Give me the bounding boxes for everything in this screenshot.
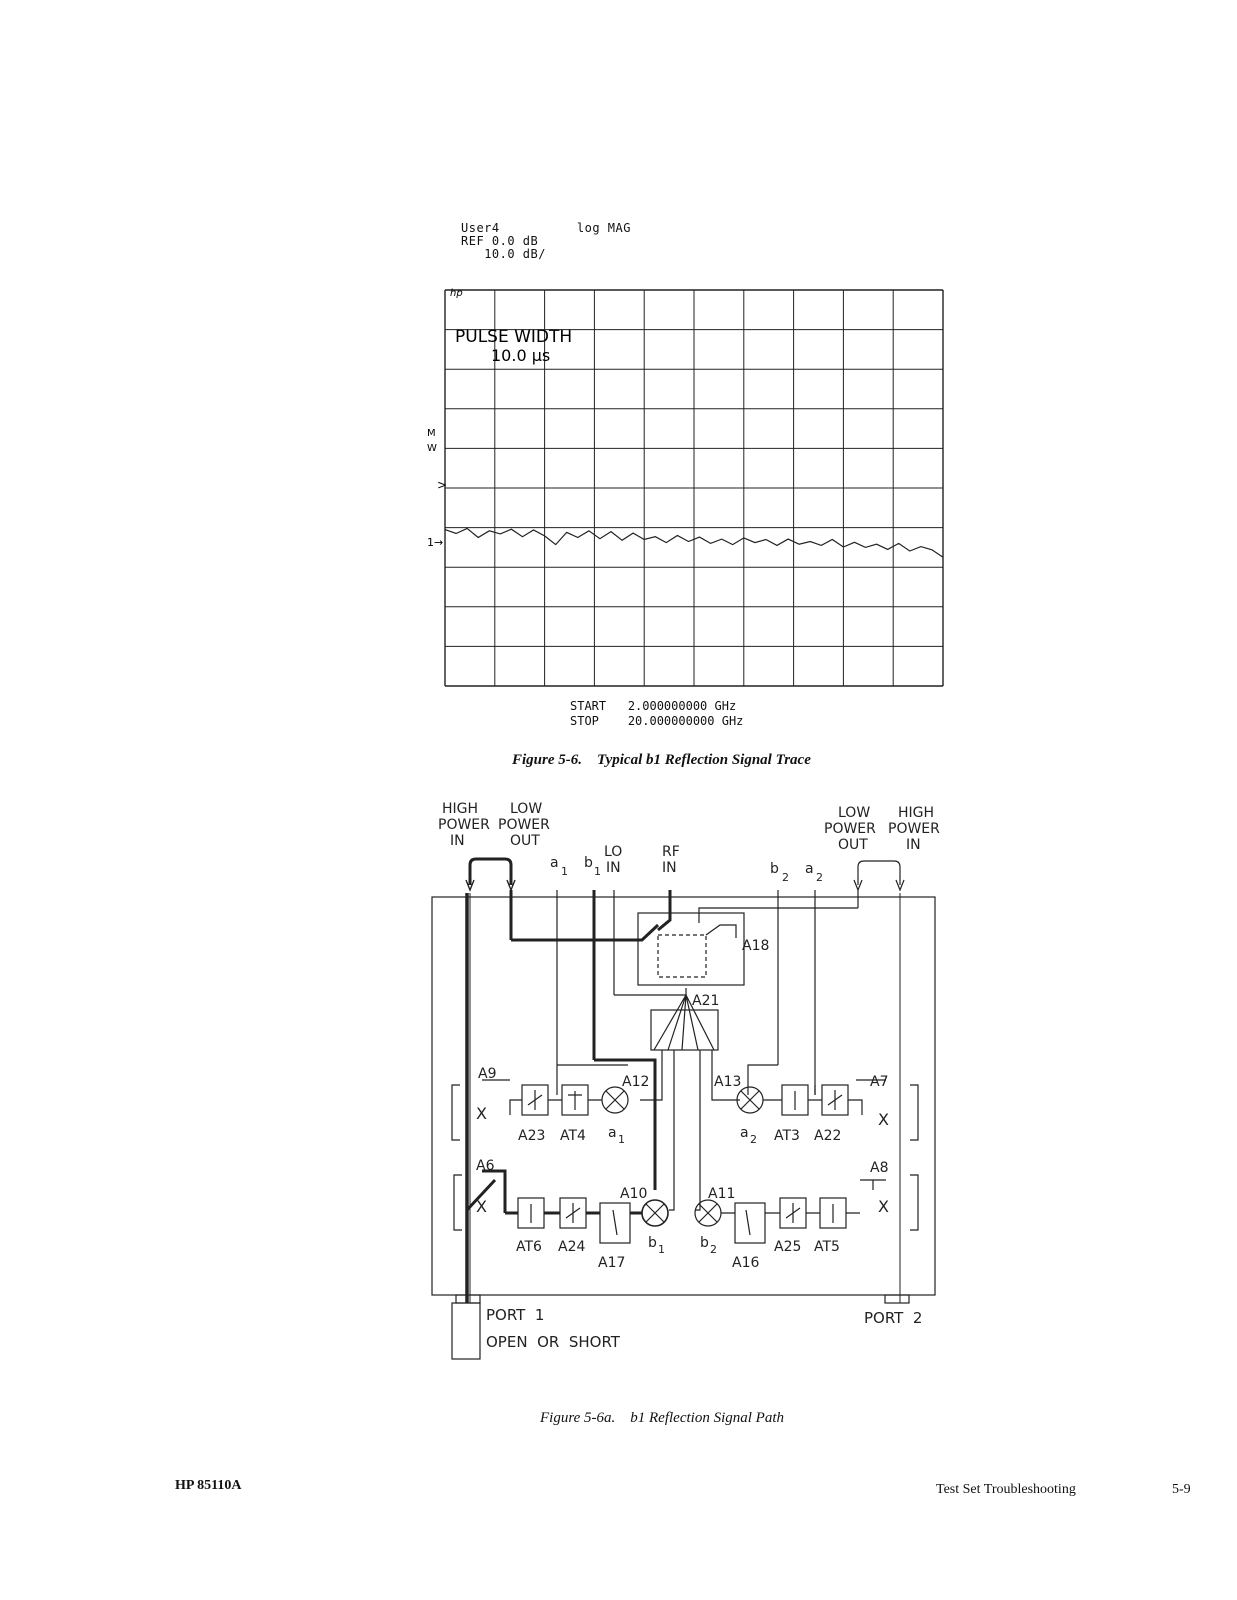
stop-label: STOP xyxy=(570,714,599,728)
a18-switch-block xyxy=(637,912,745,986)
trace-ref-label: REF 0.0 dB xyxy=(461,234,539,248)
mixer-b1-sub: 1 xyxy=(658,1243,665,1256)
label-high-left-1: HIGH xyxy=(442,801,478,817)
port-b1-sub: 1 xyxy=(594,865,601,878)
label-low-left-3: OUT xyxy=(510,833,540,849)
side-label-m: M xyxy=(427,428,436,439)
low-power-out-left-path xyxy=(511,923,660,942)
label-a17: A17 xyxy=(598,1255,625,1271)
port-b2-sub: 2 xyxy=(782,871,789,884)
hp-logo: hp xyxy=(450,288,463,299)
label-high-left-2: POWER xyxy=(438,817,490,833)
trace-format-label: log MAG xyxy=(576,221,631,235)
label-at5: AT5 xyxy=(814,1239,840,1255)
a9-coupler-bracket xyxy=(451,1084,460,1141)
sweep-range: START 2.000000000 GHz STOP 20.000000000 … xyxy=(570,699,743,729)
label-a16: A16 xyxy=(732,1255,759,1271)
port-b2-label: b xyxy=(770,861,779,877)
a9-coupler-mark: X xyxy=(476,1104,487,1123)
start-value: 2.000000000 GHz xyxy=(627,699,737,713)
stop-value: 20.000000000 GHz xyxy=(627,714,744,728)
port-a2-label: a xyxy=(805,861,814,877)
label-a9: A9 xyxy=(478,1066,496,1082)
a17-switch xyxy=(599,1202,631,1244)
label-rf-1: RF xyxy=(662,844,680,860)
label-low-right-2: POWER xyxy=(824,821,876,837)
a6-coupler-bracket xyxy=(453,1174,462,1231)
label-a11: A11 xyxy=(708,1186,735,1202)
a7-coupler-mark: X xyxy=(878,1110,889,1129)
label-low-left-2: POWER xyxy=(498,817,550,833)
mixer-b1-label: b xyxy=(648,1235,657,1251)
mixer-a1-label: a xyxy=(608,1125,617,1141)
trace-grid xyxy=(444,289,944,687)
label-low-left-1: LOW xyxy=(510,801,542,817)
mixer-a2-label: a xyxy=(740,1125,749,1141)
port-a2-sub: 2 xyxy=(816,871,823,884)
trace-user-label: User4 xyxy=(461,221,500,235)
label-low-right-1: LOW xyxy=(838,805,870,821)
mixer-b2-label: b xyxy=(700,1235,709,1251)
label-high-right-3: IN xyxy=(906,837,921,853)
footer-page-number: 5-9 xyxy=(1172,1482,1191,1497)
label-high-right-2: POWER xyxy=(888,821,940,837)
label-lo-2: IN xyxy=(606,860,621,876)
test-set-enclosure xyxy=(431,896,936,1296)
figure-5-6-caption: Figure 5-6. Typical b1 Reflection Signal… xyxy=(512,752,811,768)
port-b1-label: b xyxy=(584,855,593,871)
label-low-right-3: OUT xyxy=(838,837,868,853)
label-at6: AT6 xyxy=(516,1239,542,1255)
a16-switch xyxy=(734,1202,766,1244)
figure-5-6a-caption: Figure 5-6a. b1 Reflection Signal Path xyxy=(540,1410,784,1426)
label-a22: A22 xyxy=(814,1128,841,1144)
label-lo-1: LO xyxy=(604,844,622,860)
annotation-pulse-value: 10.0 µs xyxy=(491,346,550,365)
label-high-right-1: HIGH xyxy=(898,805,934,821)
open-or-short-label: OPEN OR SHORT xyxy=(486,1333,621,1351)
label-high-left-3: IN xyxy=(450,833,465,849)
start-label: START xyxy=(570,699,607,713)
ref-level-marker: > xyxy=(437,478,447,492)
port-a1-label: a xyxy=(550,855,559,871)
label-a12: A12 xyxy=(622,1074,649,1090)
label-a25: A25 xyxy=(774,1239,801,1255)
side-label-w: W xyxy=(427,443,437,454)
signal-path-diagram: HIGH POWER IN LOW POWER OUT LO IN RF IN … xyxy=(431,801,940,1360)
label-at4: AT4 xyxy=(560,1128,586,1144)
label-a8: A8 xyxy=(870,1160,888,1176)
label-a13: A13 xyxy=(714,1074,741,1090)
port-1-open-short xyxy=(451,1302,481,1360)
port-2-connector xyxy=(884,1294,910,1304)
label-a24: A24 xyxy=(558,1239,585,1255)
mixer-b2-sub: 2 xyxy=(710,1243,717,1256)
label-a10: A10 xyxy=(620,1186,647,1202)
label-a23: A23 xyxy=(518,1128,545,1144)
trace-header: User4 log MAG REF 0.0 dB 10.0 dB/ xyxy=(461,222,631,261)
label-a21: A21 xyxy=(692,993,719,1009)
a6-coupler-mark: X xyxy=(476,1197,487,1216)
label-a7: A7 xyxy=(870,1074,888,1090)
label-a6: A6 xyxy=(476,1158,495,1174)
port-2-label: PORT 2 xyxy=(864,1309,922,1327)
footer-section: Test Set Troubleshooting xyxy=(936,1482,1076,1497)
port-1-label: PORT 1 xyxy=(486,1306,544,1324)
marker-1-label: 1→ xyxy=(427,536,443,549)
label-rf-2: IN xyxy=(662,860,677,876)
trace-scale-label: 10.0 dB/ xyxy=(484,247,546,261)
label-at3: AT3 xyxy=(774,1128,800,1144)
footer-model: HP 85110A xyxy=(175,1478,242,1493)
annotation-pulse-width: PULSE WIDTH xyxy=(455,327,572,347)
trace-line xyxy=(444,527,944,558)
a8-coupler-bracket xyxy=(910,1174,919,1231)
a8-coupler-mark: X xyxy=(878,1197,889,1216)
mixer-a1-sub: 1 xyxy=(618,1133,625,1146)
label-a18: A18 xyxy=(742,938,769,954)
mixer-a2-sub: 2 xyxy=(750,1133,757,1146)
port-a1-sub: 1 xyxy=(561,865,568,878)
trace-chart: hp PULSE WIDTH 10.0 µs M W > 1→ xyxy=(427,288,944,687)
a7-coupler-bracket xyxy=(910,1084,919,1141)
